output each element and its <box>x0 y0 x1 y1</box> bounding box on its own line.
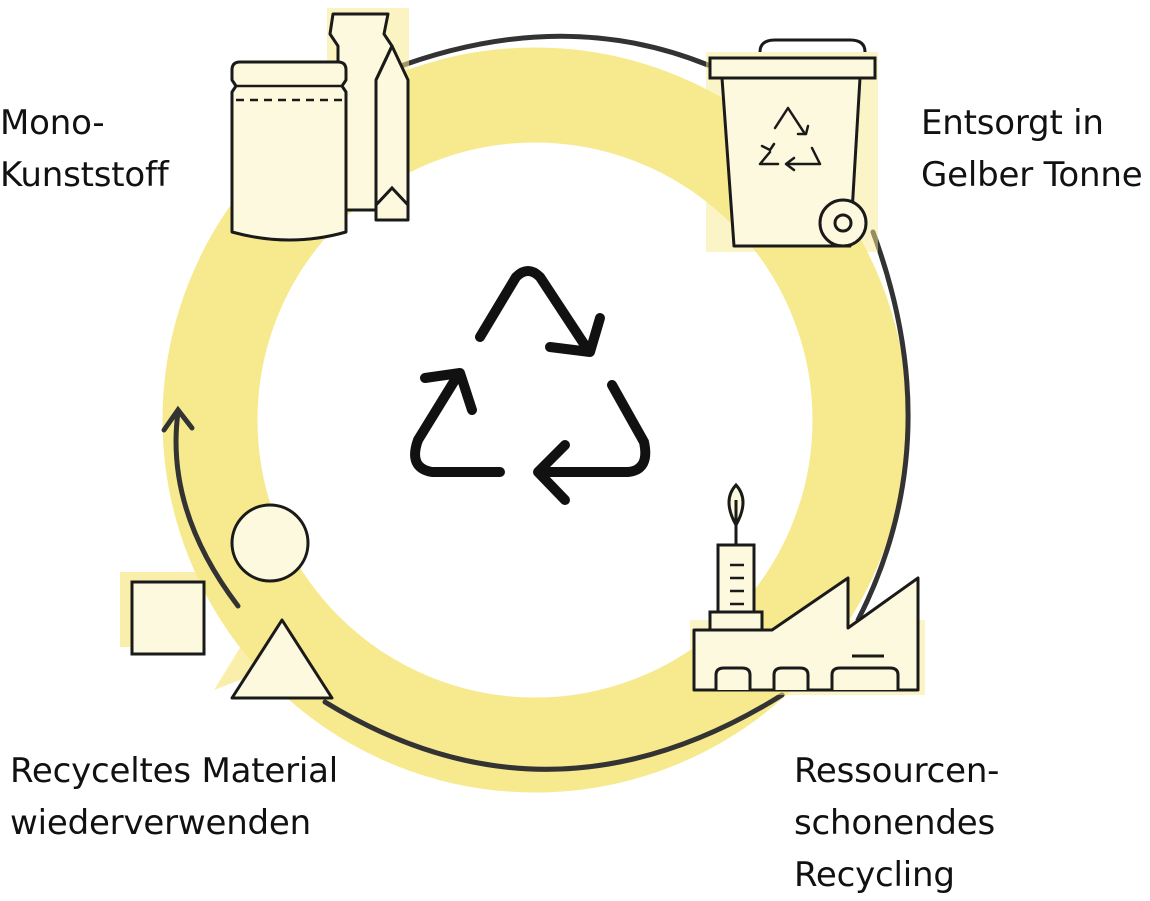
step-label-gelbe-tonne: Entsorgt in Gelber Tonne <box>921 97 1143 201</box>
step-label-recycling: Ressourcen- schonendes Recycling <box>794 745 999 901</box>
recycling-icon <box>410 266 651 505</box>
cycle-arrowhead <box>161 405 195 433</box>
step-label-material: Recyceltes Material wiederverwenden <box>10 745 338 849</box>
label-line: Kunststoff <box>0 155 169 195</box>
label-line: Recyceltes Material <box>10 751 338 791</box>
cycle-arrow <box>161 33 911 772</box>
cycle-arc-left <box>173 409 241 609</box>
label-line: wiederverwenden <box>10 803 311 843</box>
label-line: Mono- <box>0 103 105 143</box>
cycle-arc-top <box>387 33 711 73</box>
factory-icon <box>690 482 925 695</box>
step-label-mono-kunststoff: Mono- Kunststoff <box>0 97 169 201</box>
label-line: Ressourcen- <box>794 751 1000 791</box>
bin-icon <box>706 38 878 252</box>
label-line: Entsorgt in <box>921 103 1104 143</box>
packaging-icon <box>230 8 410 242</box>
label-line: Recycling <box>794 855 955 895</box>
yellow-ring <box>162 47 908 793</box>
label-line: Gelber Tonne <box>921 155 1143 195</box>
cycle-arc-right <box>855 229 911 623</box>
label-line: schonendes <box>794 803 995 843</box>
cycle-arc-bottom <box>322 692 785 772</box>
shapes-icon <box>120 503 334 700</box>
